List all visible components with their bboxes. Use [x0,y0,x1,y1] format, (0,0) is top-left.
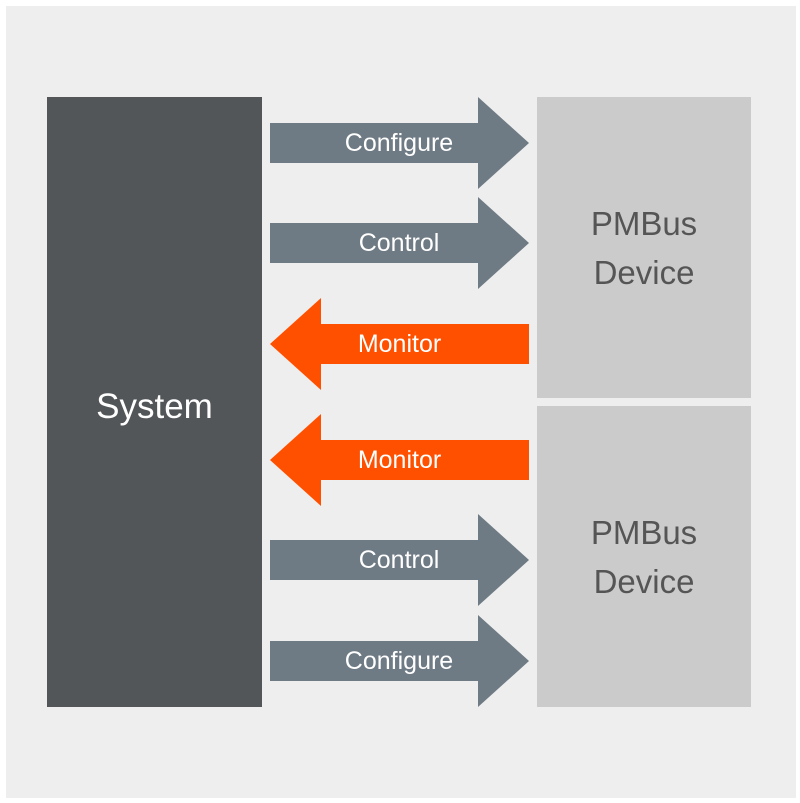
configure-arrow-2: Configure [270,615,529,707]
configure-arrow-1: Configure [270,97,529,189]
arrow-label: Monitor [357,445,442,474]
arrow-label: Monitor [357,329,442,358]
right-arrow-icon [270,197,529,289]
pmbus-device-2: PMBus Device [537,406,751,707]
system-block: System [47,97,262,707]
control-arrow-1: Control [270,197,529,289]
device-2-label-line1: PMBus [590,513,698,551]
arrow-label: Control [358,545,440,574]
device-1-label-line2: Device [593,253,695,291]
pmbus-device-1: PMBus Device [537,97,751,398]
device-2-label-line2: Device [593,562,695,600]
right-arrow-icon [270,97,529,189]
control-arrow-2: Control [270,514,529,606]
right-arrow-icon [270,514,529,606]
arrow-label: Control [358,228,440,257]
monitor-arrow-1: Monitor [270,298,529,390]
left-arrow-icon [270,414,529,506]
system-label: System [96,387,213,426]
right-arrow-icon [270,615,529,707]
device-1-label-line1: PMBus [590,204,698,242]
monitor-arrow-2: Monitor [270,414,529,506]
arrow-label: Configure [344,128,454,157]
arrow-label: Configure [344,646,454,675]
left-arrow-icon [270,298,529,390]
